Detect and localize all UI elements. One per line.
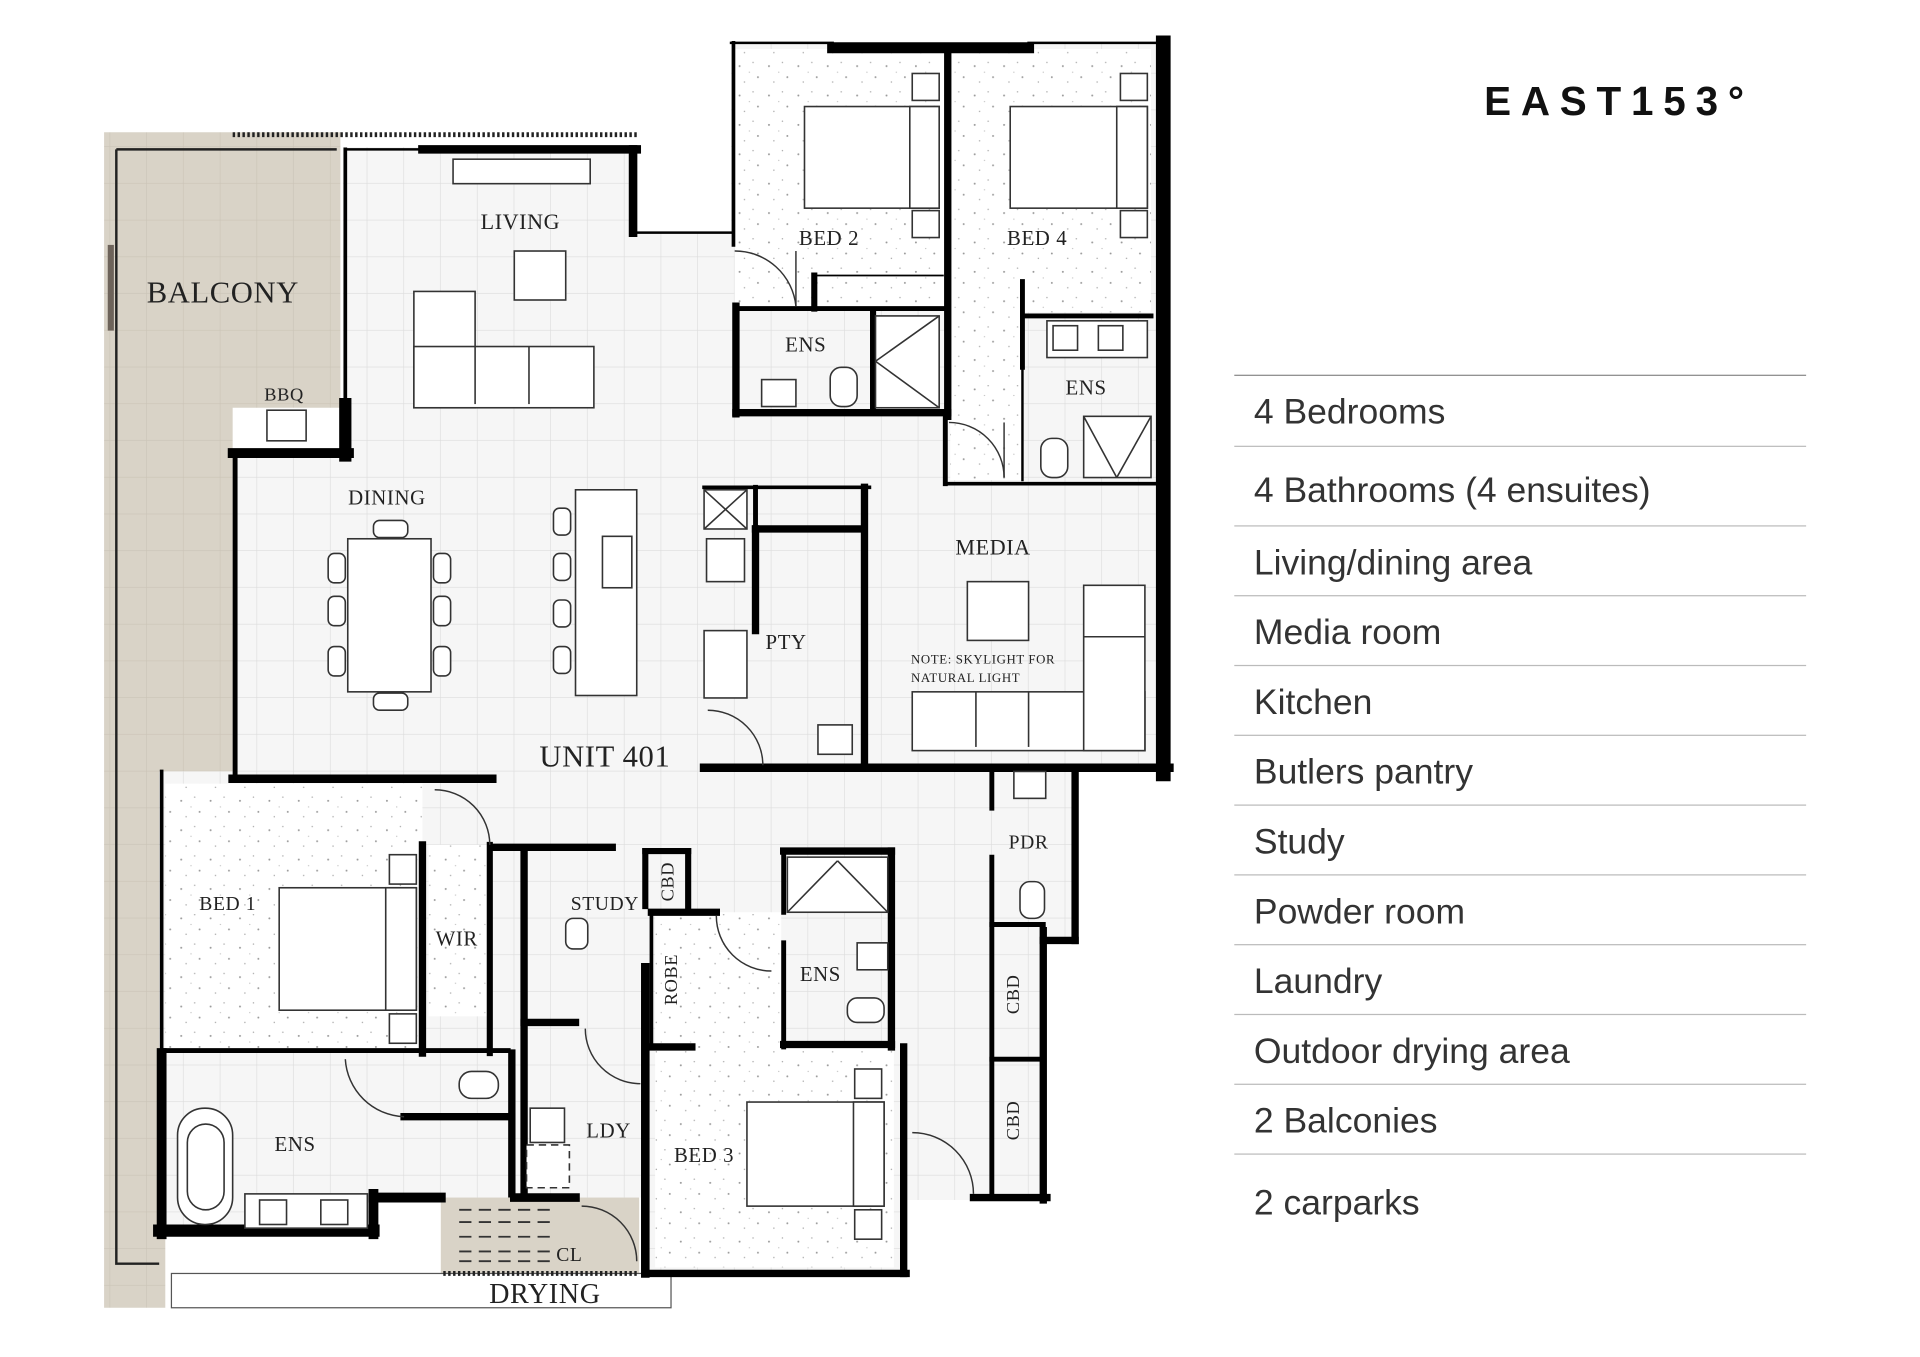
unit-label: UNIT 401 — [539, 740, 670, 774]
feature-item: 2 Balconies — [1234, 1085, 1807, 1155]
bed1-label: BED 1 — [199, 894, 256, 915]
pty-label: PTY — [766, 630, 807, 654]
feature-item: 4 Bathrooms (4 ensuites) — [1234, 447, 1807, 527]
feature-item: 4 Bedrooms — [1234, 376, 1807, 447]
cl-label: CL — [556, 1245, 582, 1266]
living-label: LIVING — [481, 209, 561, 234]
ens-bed3-label: ENS — [800, 962, 841, 986]
robe-label: ROBE — [661, 954, 681, 1005]
beds — [278, 72, 1149, 1240]
drying-label: DRYING — [489, 1279, 601, 1310]
dining-label: DINING — [348, 485, 426, 509]
media-note-line2: NATURAL LIGHT — [911, 671, 1020, 685]
cbd-1-label: CBD — [1003, 974, 1023, 1014]
bed3-label: BED 3 — [674, 1143, 734, 1167]
feature-item: Living/dining area — [1234, 527, 1807, 597]
media-note-line1: NOTE: SKYLIGHT FOR — [911, 653, 1055, 667]
feature-item: Study — [1234, 806, 1807, 876]
feature-item: Media room — [1234, 596, 1807, 667]
cbd-study-label: CBD — [657, 862, 677, 902]
wir-label: WIR — [436, 926, 478, 950]
feature-item: Butlers pantry — [1234, 736, 1807, 806]
doors — [344, 250, 1005, 1262]
cbd-2-label: CBD — [1003, 1101, 1023, 1141]
feature-item: Outdoor drying area — [1234, 1015, 1807, 1085]
walls — [153, 35, 1174, 1278]
bbq-label: BBQ — [264, 384, 304, 404]
feature-item: 2 carparks — [1253, 1184, 1420, 1224]
media-label: MEDIA — [955, 535, 1030, 560]
study-label: STUDY — [571, 894, 639, 915]
wir-carpet — [428, 844, 488, 1017]
feature-item: Kitchen — [1234, 666, 1807, 736]
ens-bed4-label: ENS — [1066, 375, 1107, 399]
feature-item: Powder room — [1234, 876, 1807, 946]
floor-plan: LIVING BALCONY BBQ DINING BED 2 BED 4 EN… — [104, 35, 1174, 1310]
ldy-label: LDY — [586, 1119, 631, 1143]
pdr-label: PDR — [1009, 833, 1049, 854]
balcony-label: BALCONY — [147, 275, 299, 309]
brand-logo: EAST153° — [1484, 78, 1754, 124]
ens-bed2-label: ENS — [785, 332, 826, 356]
furniture — [176, 158, 1152, 1229]
features-list: 4 Bedrooms 4 Bathrooms (4 ensuites) Livi… — [1234, 374, 1807, 1253]
feature-item: Laundry — [1234, 945, 1807, 1016]
ens-bed1-label: ENS — [275, 1132, 316, 1156]
bed4-label: BED 4 — [1007, 226, 1067, 250]
bed2-label: BED 2 — [799, 226, 859, 250]
